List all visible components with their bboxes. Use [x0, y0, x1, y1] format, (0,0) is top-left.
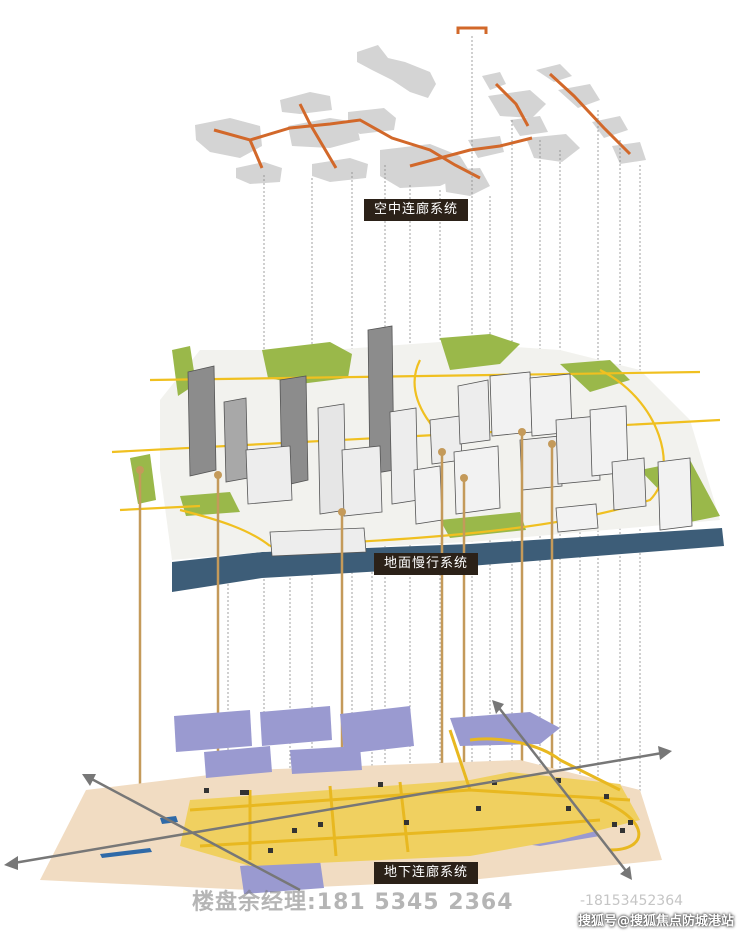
- sky-platform: [312, 158, 368, 182]
- green-space: [180, 492, 240, 516]
- sky-platform: [526, 134, 580, 162]
- sky-platform: [510, 116, 548, 136]
- green-space: [560, 360, 630, 392]
- sky-corridor-path: [298, 103, 338, 169]
- sky-platform: [444, 168, 490, 196]
- sky-platform: [236, 162, 282, 184]
- underground-zone: [180, 772, 640, 866]
- watermark-phone: -18153452364: [580, 893, 684, 909]
- sky-platform: [536, 64, 572, 82]
- sky-platform: [592, 116, 628, 138]
- building: [457, 379, 491, 445]
- underground-zone: [260, 706, 332, 746]
- underground-layer: [4, 700, 672, 894]
- sky-platform: [482, 72, 506, 90]
- building: [657, 457, 693, 531]
- axis-arrowheads: [4, 700, 672, 880]
- sky-platform: [348, 108, 396, 134]
- label-underground-corridor-system: 地下连廊系统: [374, 862, 479, 884]
- sky-corridor-path: [248, 139, 264, 169]
- watermark-source: 搜狐号@搜狐焦点防城港站: [577, 914, 734, 929]
- building: [245, 445, 293, 505]
- green-space: [262, 342, 352, 384]
- underground-axes: [7, 703, 669, 892]
- green-space: [440, 512, 526, 538]
- slow-traffic-path: [179, 508, 271, 547]
- label-ground-slow-traffic-system: 地面慢行系统: [374, 553, 479, 575]
- sky-platform: [357, 45, 436, 98]
- sky-platform: [280, 92, 332, 114]
- building: [341, 445, 383, 517]
- building: [555, 415, 601, 485]
- sky-corridor-layer: [195, 26, 646, 196]
- metro-station: [100, 848, 152, 858]
- sky-corridor-path: [213, 118, 481, 180]
- underground-zone: [340, 706, 414, 754]
- slow-traffic-path: [119, 504, 201, 512]
- label-sky-corridor-system: 空中连廊系统: [364, 199, 469, 221]
- building: [555, 503, 599, 533]
- sky-corridor-path: [409, 136, 533, 168]
- building: [389, 407, 419, 505]
- sky-corridor-path: [494, 82, 530, 127]
- green-space: [440, 334, 520, 370]
- building: [611, 457, 647, 511]
- tower: [223, 397, 249, 483]
- underground-zone: [290, 746, 362, 774]
- building: [453, 445, 501, 515]
- building: [489, 371, 533, 437]
- underground-zone: [204, 746, 272, 778]
- sky-platform: [195, 118, 262, 158]
- watermark-contact: 楼盘余经理:181 5345 2364: [192, 890, 514, 915]
- core-connector-nodes: [136, 428, 556, 516]
- tower: [187, 365, 217, 477]
- underground-corridors: [189, 729, 641, 860]
- underground-zone: [174, 710, 252, 752]
- green-space: [130, 454, 156, 504]
- sky-corridor-path: [548, 72, 632, 156]
- tower: [317, 403, 347, 515]
- building: [413, 465, 443, 525]
- sky-corridor-path: [456, 26, 488, 34]
- building: [269, 527, 367, 557]
- underground-zone: [450, 712, 560, 746]
